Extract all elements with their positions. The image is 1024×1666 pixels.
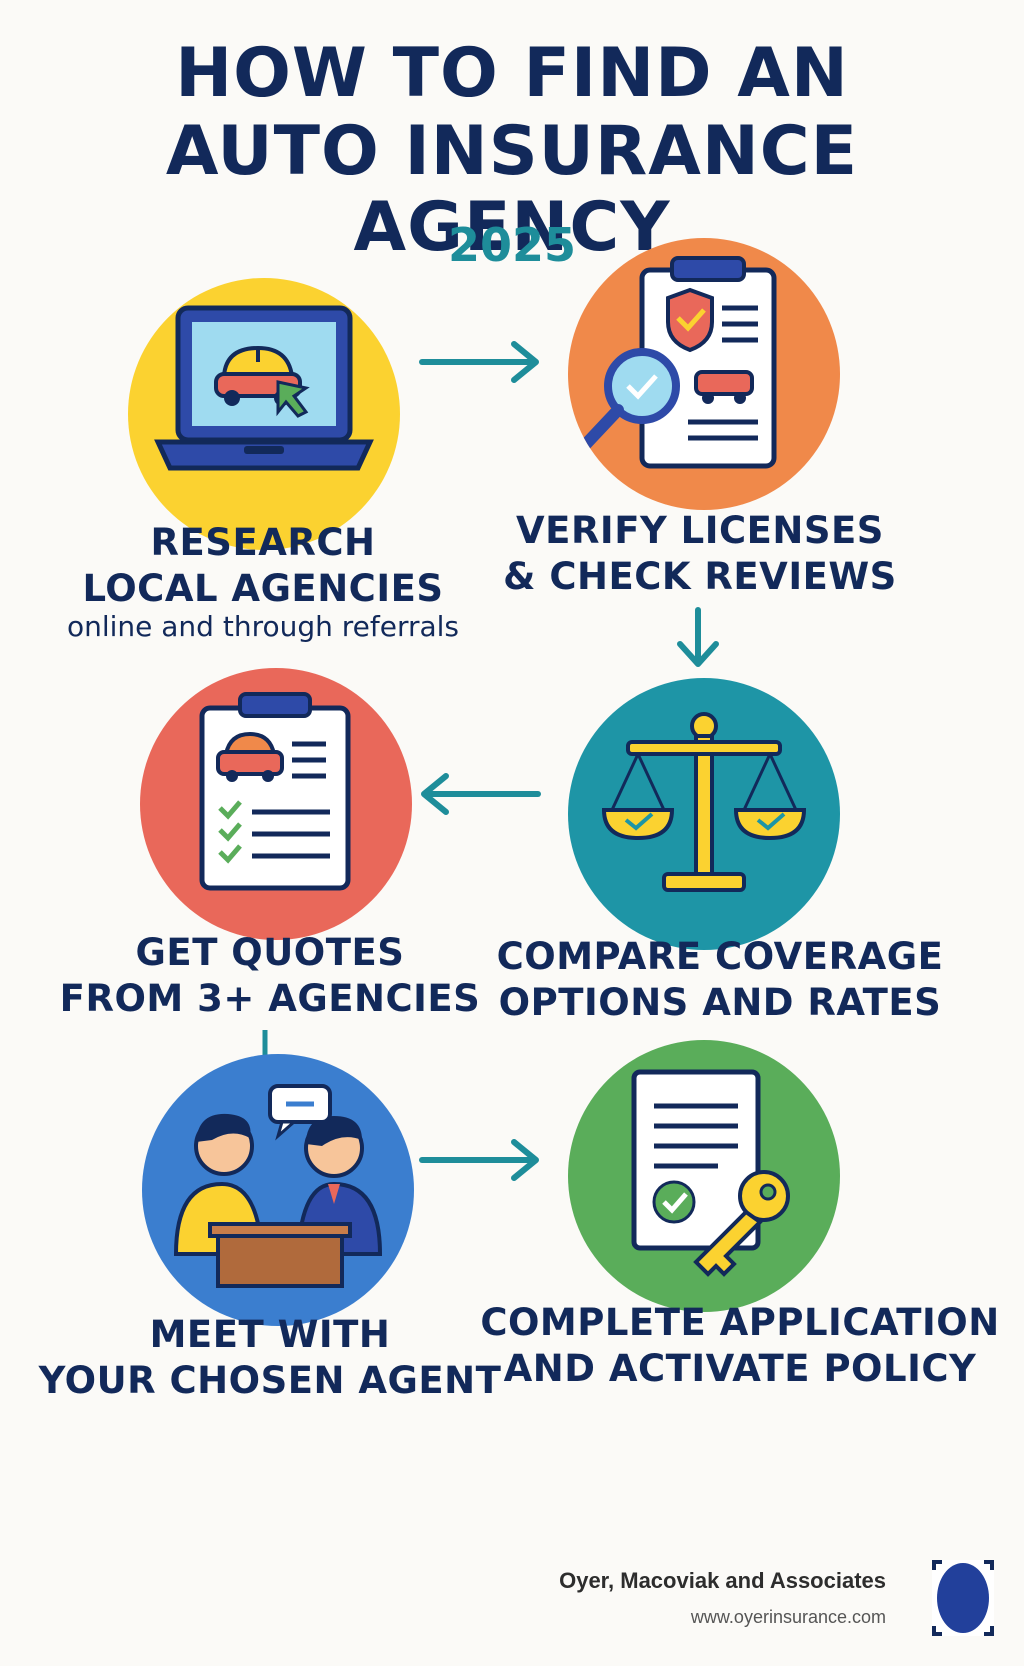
step-2-title-line-2: & CHECK REVIEWS (503, 555, 897, 598)
step-2-title-line-1: VERIFY LICENSES (516, 509, 884, 552)
clipboard-magnifier-icon (580, 256, 777, 469)
step-1-title-line-2: LOCAL AGENCIES (82, 567, 444, 610)
year-label: 2025 (447, 218, 577, 272)
step-4-title-line-2: FROM 3+ AGENCIES (59, 977, 481, 1020)
step-4-circle (140, 668, 412, 940)
step-3-title: COMPARE COVERAGE OPTIONS AND RATES (470, 934, 970, 1026)
step-3-title-line-2: OPTIONS AND RATES (498, 981, 942, 1024)
step-2-circle (568, 238, 840, 510)
step-4-title: GET QUOTES FROM 3+ AGENCIES (30, 930, 510, 1022)
step-6-title-line-2: AND ACTIVATE POLICY (503, 1347, 977, 1390)
step-2-title: VERIFY LICENSES & CHECK REVIEWS (450, 508, 950, 600)
arrow-down-icon (677, 607, 719, 667)
arrow-left-icon (421, 773, 541, 815)
step-6-title-line-1: COMPLETE APPLICATION (480, 1301, 1000, 1344)
step-4-title-line-1: GET QUOTES (135, 931, 405, 974)
title-line-1: HOW TO FIND AN (175, 34, 849, 113)
step-5-circle (142, 1054, 414, 1326)
company-name: Oyer, Macoviak and Associates (559, 1568, 886, 1593)
connector-line (262, 1030, 268, 1058)
document-key-icon (631, 1069, 790, 1277)
step-1-title: RESEARCH LOCAL AGENCIES (20, 520, 506, 612)
company-url[interactable]: www.oyerinsurance.com (690, 1607, 886, 1627)
step-5-title-line-2: YOUR CHOSEN AGENT (38, 1359, 502, 1402)
step-1-title-line-1: RESEARCH (150, 521, 376, 564)
step-5-title: MEET WITH YOUR CHOSEN AGENT (30, 1312, 510, 1404)
step-3-circle (568, 678, 840, 950)
quote-checklist-icon (199, 692, 351, 891)
step-3-title-line-1: COMPARE COVERAGE (496, 935, 944, 978)
arrow-right-icon (419, 341, 539, 383)
arrow-right-icon (419, 1139, 539, 1181)
step-6-circle (568, 1040, 840, 1312)
step-1-subtitle: online and through referrals (66, 610, 460, 643)
title-line-2: AUTO INSURANCE AGENCY (165, 112, 859, 267)
meeting-icon (173, 1084, 383, 1288)
scales-icon (601, 712, 807, 892)
step-5-title-line-1: MEET WITH (149, 1313, 391, 1356)
laptop-car-icon (154, 305, 374, 471)
company-logo-icon (932, 1560, 994, 1636)
step-6-title: COMPLETE APPLICATION AND ACTIVATE POLICY (460, 1300, 1020, 1392)
step-1-circle (128, 278, 400, 550)
